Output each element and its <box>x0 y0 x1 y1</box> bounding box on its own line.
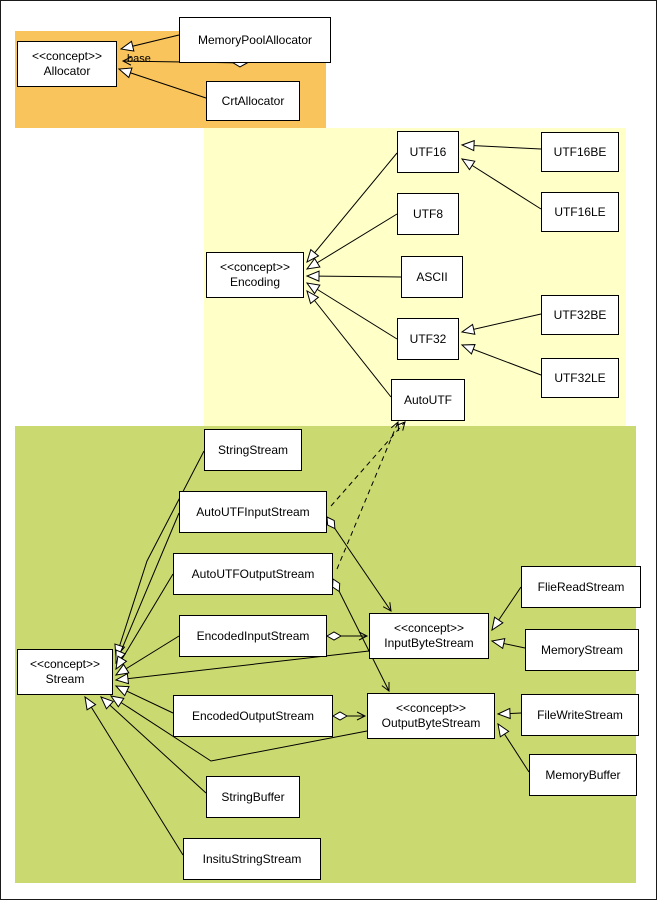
node-memory-stream: MemoryStream <box>525 629 639 671</box>
node-label: MemoryStream <box>540 642 623 657</box>
node-utf16be: UTF16BE <box>541 132 619 172</box>
node-label: StringStream <box>217 442 289 457</box>
node-stereotype: <<concept>> <box>393 621 465 635</box>
node-insitu-string-stream: InsituStringStream <box>183 838 321 880</box>
node-ascii: ASCII <box>401 256 463 298</box>
node-label: UTF16BE <box>553 144 607 159</box>
node-utf32le: UTF32LE <box>541 358 619 398</box>
node-label: UTF32BE <box>553 307 607 322</box>
node-stream: <<concept>>Stream <box>17 649 113 695</box>
node-label: CrtAllocator <box>221 93 285 108</box>
node-label: FileWriteStream <box>537 707 623 722</box>
node-stereotype: <<concept>> <box>29 657 101 671</box>
node-label: InputByteStream <box>384 636 474 650</box>
node-label: StringBuffer <box>221 789 285 804</box>
node-utf16: UTF16 <box>397 131 459 173</box>
node-output-byte-stream: <<concept>>OutputByteStream <box>367 693 495 739</box>
node-label: UTF32 <box>409 331 447 346</box>
node-encoded-output-stream: EncodedOutputStream <box>173 695 333 737</box>
node-utf16le: UTF16LE <box>541 192 619 232</box>
node-label: EncodedOutputStream <box>191 708 315 723</box>
node-autoutf: AutoUTF <box>391 379 465 421</box>
node-file-write-stream: FileWriteStream <box>521 694 639 736</box>
node-memory-pool-allocator: MemoryPoolAllocator <box>179 17 331 63</box>
node-label: AutoUTFOutputStream <box>191 566 315 581</box>
node-flie-read-stream: FlieReadStream <box>521 566 641 608</box>
node-stereotype: <<concept>> <box>395 701 467 715</box>
node-allocator: <<concept>>Allocator <box>17 41 117 87</box>
node-label: UTF16 <box>409 144 447 159</box>
node-string-stream: StringStream <box>204 429 302 471</box>
node-label: ASCII <box>416 269 448 284</box>
node-stereotype: <<concept>> <box>219 260 291 274</box>
node-label: AutoUTFInputStream <box>196 504 310 519</box>
node-encoding: <<concept>>Encoding <box>206 252 304 298</box>
node-input-byte-stream: <<concept>>InputByteStream <box>369 613 489 659</box>
node-label: AutoUTF <box>403 392 452 407</box>
node-utf8: UTF8 <box>397 193 459 235</box>
node-label: OutputByteStream <box>381 716 481 730</box>
node-memory-buffer: MemoryBuffer <box>529 754 637 796</box>
node-label: UTF16LE <box>554 204 606 219</box>
node-label: Allocator <box>43 64 91 78</box>
node-utf32be: UTF32BE <box>541 295 619 335</box>
node-encoded-input-stream: EncodedInputStream <box>179 615 327 657</box>
node-string-buffer: StringBuffer <box>206 776 300 818</box>
node-label: EncodedInputStream <box>196 628 310 643</box>
node-label: FlieReadStream <box>537 579 625 594</box>
node-autoutf-input-stream: AutoUTFInputStream <box>179 491 327 533</box>
node-label: Encoding <box>229 275 281 289</box>
node-label: InsituStringStream <box>202 851 302 866</box>
node-stereotype: <<concept>> <box>31 49 103 63</box>
node-crt-allocator: CrtAllocator <box>206 81 300 121</box>
node-label: UTF8 <box>413 206 443 221</box>
node-label: UTF32LE <box>554 370 606 385</box>
node-label: Stream <box>45 672 85 686</box>
node-utf32: UTF32 <box>397 318 459 360</box>
node-label: MemoryBuffer <box>545 767 621 782</box>
node-autoutf-output-stream: AutoUTFOutputStream <box>173 553 333 595</box>
node-label: MemoryPoolAllocator <box>197 32 313 47</box>
